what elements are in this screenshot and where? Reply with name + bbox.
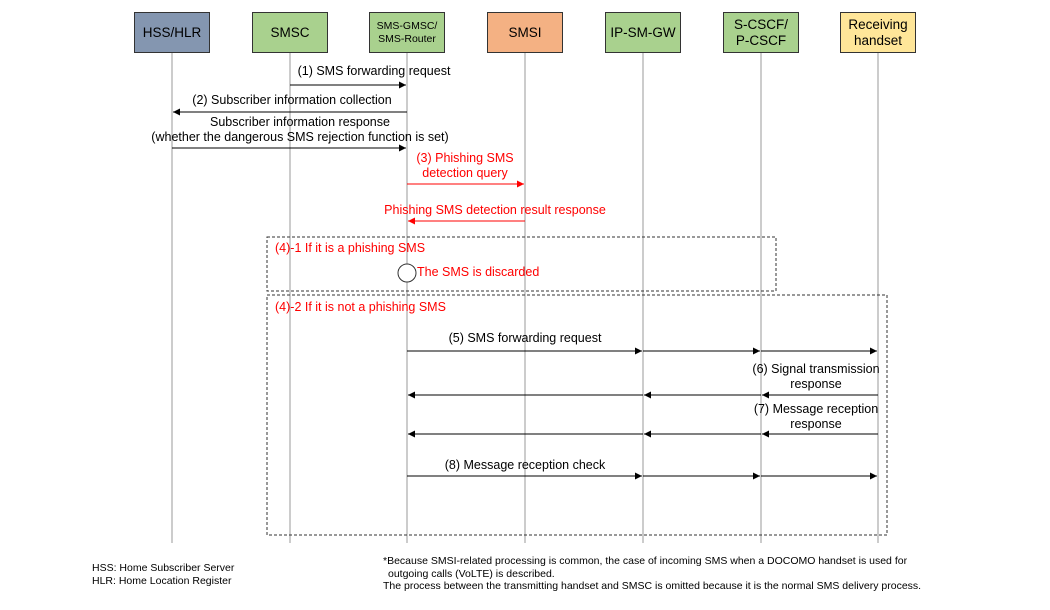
label-m6-line1: (6) Signal transmission [752,362,880,376]
entity-smsi: SMSI [487,12,563,53]
label-m1: (1) SMS forwarding request [297,64,451,78]
branch-frame-not-phishing [266,294,888,536]
entity-cscf: S-CSCF/P-CSCF [723,12,799,53]
branch-label-phishing: (4)-1 If it is a phishing SMS [275,241,426,255]
entity-hss-hlr: HSS/HLR [134,12,210,53]
label-m3-line2: detection query [422,166,508,180]
label-m7-line1: (7) Message reception [753,402,879,416]
entity-gmsc: SMS-GMSC/SMS-Router [369,12,445,53]
entity-handset-label-line2: handset [853,32,903,48]
entity-gmsc-label-line2: SMS-Router [378,32,436,45]
entity-handset-label-line1: Receiving [848,16,908,32]
entity-ipsmgw: IP-SM-GW [605,12,681,53]
label-m2-response-line2: (whether the dangerous SMS rejection fun… [151,130,449,144]
branch-label-not-phishing: (4)-2 If it is not a phishing SMS [275,300,446,314]
entity-gmsc-label: SMS-GMSC/SMS-Router [377,20,438,46]
label-m3-line1: (3) Phishing SMS [416,151,514,165]
label-m5: (5) SMS forwarding request [448,331,602,345]
footnote-note1-line1: *Because SMSI-related processing is comm… [383,555,908,567]
label-m7-line2: response [790,417,842,431]
label-m2-response-line1: Subscriber information response [210,115,390,129]
branch-frame-phishing [266,236,777,292]
footnote-note1-line2: outgoing calls (VoLTE) is described. [388,567,555,580]
entity-hss-hlr-label: HSS/HLR [142,24,202,40]
footnote-hss: HSS: Home Subscriber Server [92,562,235,574]
entity-smsc-label: SMSC [270,24,310,40]
entity-cscf-label: S-CSCF/P-CSCF [734,17,788,49]
label-discarded: The SMS is discarded [417,265,540,279]
label-m8: (8) Message reception check [444,458,606,472]
entity-ipsmgw-label: IP-SM-GW [610,24,676,40]
footnote-note2: The process between the transmitting han… [383,580,922,592]
discard-circle-icon [397,263,417,283]
label-m2-response: Subscriber information response(whether … [100,115,500,145]
label-m6-line2: response [790,377,842,391]
entity-smsc: SMSC [252,12,328,53]
label-m2: (2) Subscriber information collection [192,93,392,107]
entity-gmsc-label-line1: SMS-GMSC/ [376,19,438,32]
entity-cscf-label-line2: P-CSCF [735,32,787,48]
entity-smsi-label: SMSI [508,24,542,40]
footnote-hlr: HLR: Home Location Register [92,574,232,587]
label-m3-response: Phishing SMS detection result response [384,203,606,217]
footnote-notes: *Because SMSI-related processing is comm… [383,555,921,593]
footnote-abbreviations: HSS: Home Subscriber Server HLR: Home Lo… [92,562,234,587]
entity-cscf-label-line1: S-CSCF/ [734,16,788,32]
